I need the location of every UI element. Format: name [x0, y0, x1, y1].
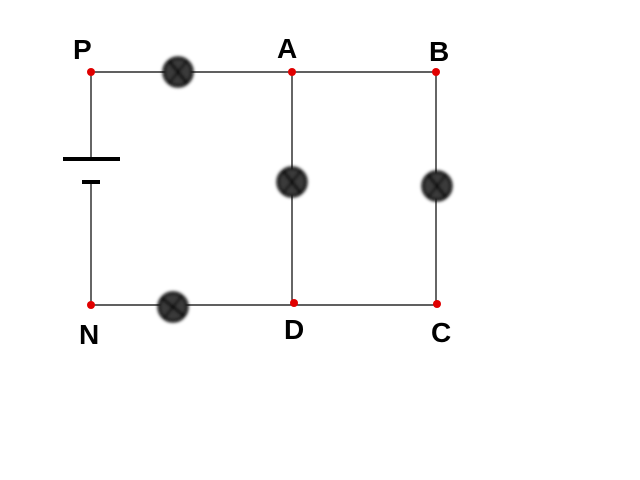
- node-p: [87, 68, 95, 76]
- label-c: C: [431, 317, 451, 348]
- wires: [90, 71, 437, 306]
- battery-icon: [63, 157, 120, 184]
- node-n: [87, 301, 95, 309]
- label-a: A: [277, 33, 297, 64]
- nodes: [87, 68, 441, 309]
- label-n: N: [79, 319, 99, 350]
- lamps: [157, 56, 453, 323]
- node-labels: P A B N D C: [73, 33, 451, 350]
- battery-white-gap: [80, 161, 102, 179]
- lamp-icon: [276, 166, 308, 198]
- node-d: [290, 299, 298, 307]
- label-b: B: [429, 36, 449, 67]
- lamp-icon: [162, 56, 194, 88]
- lamp-icon: [157, 291, 189, 323]
- label-d: D: [284, 314, 304, 345]
- node-c: [433, 300, 441, 308]
- lamp-icon: [421, 170, 453, 202]
- node-a: [288, 68, 296, 76]
- node-b: [432, 68, 440, 76]
- label-p: P: [73, 34, 92, 65]
